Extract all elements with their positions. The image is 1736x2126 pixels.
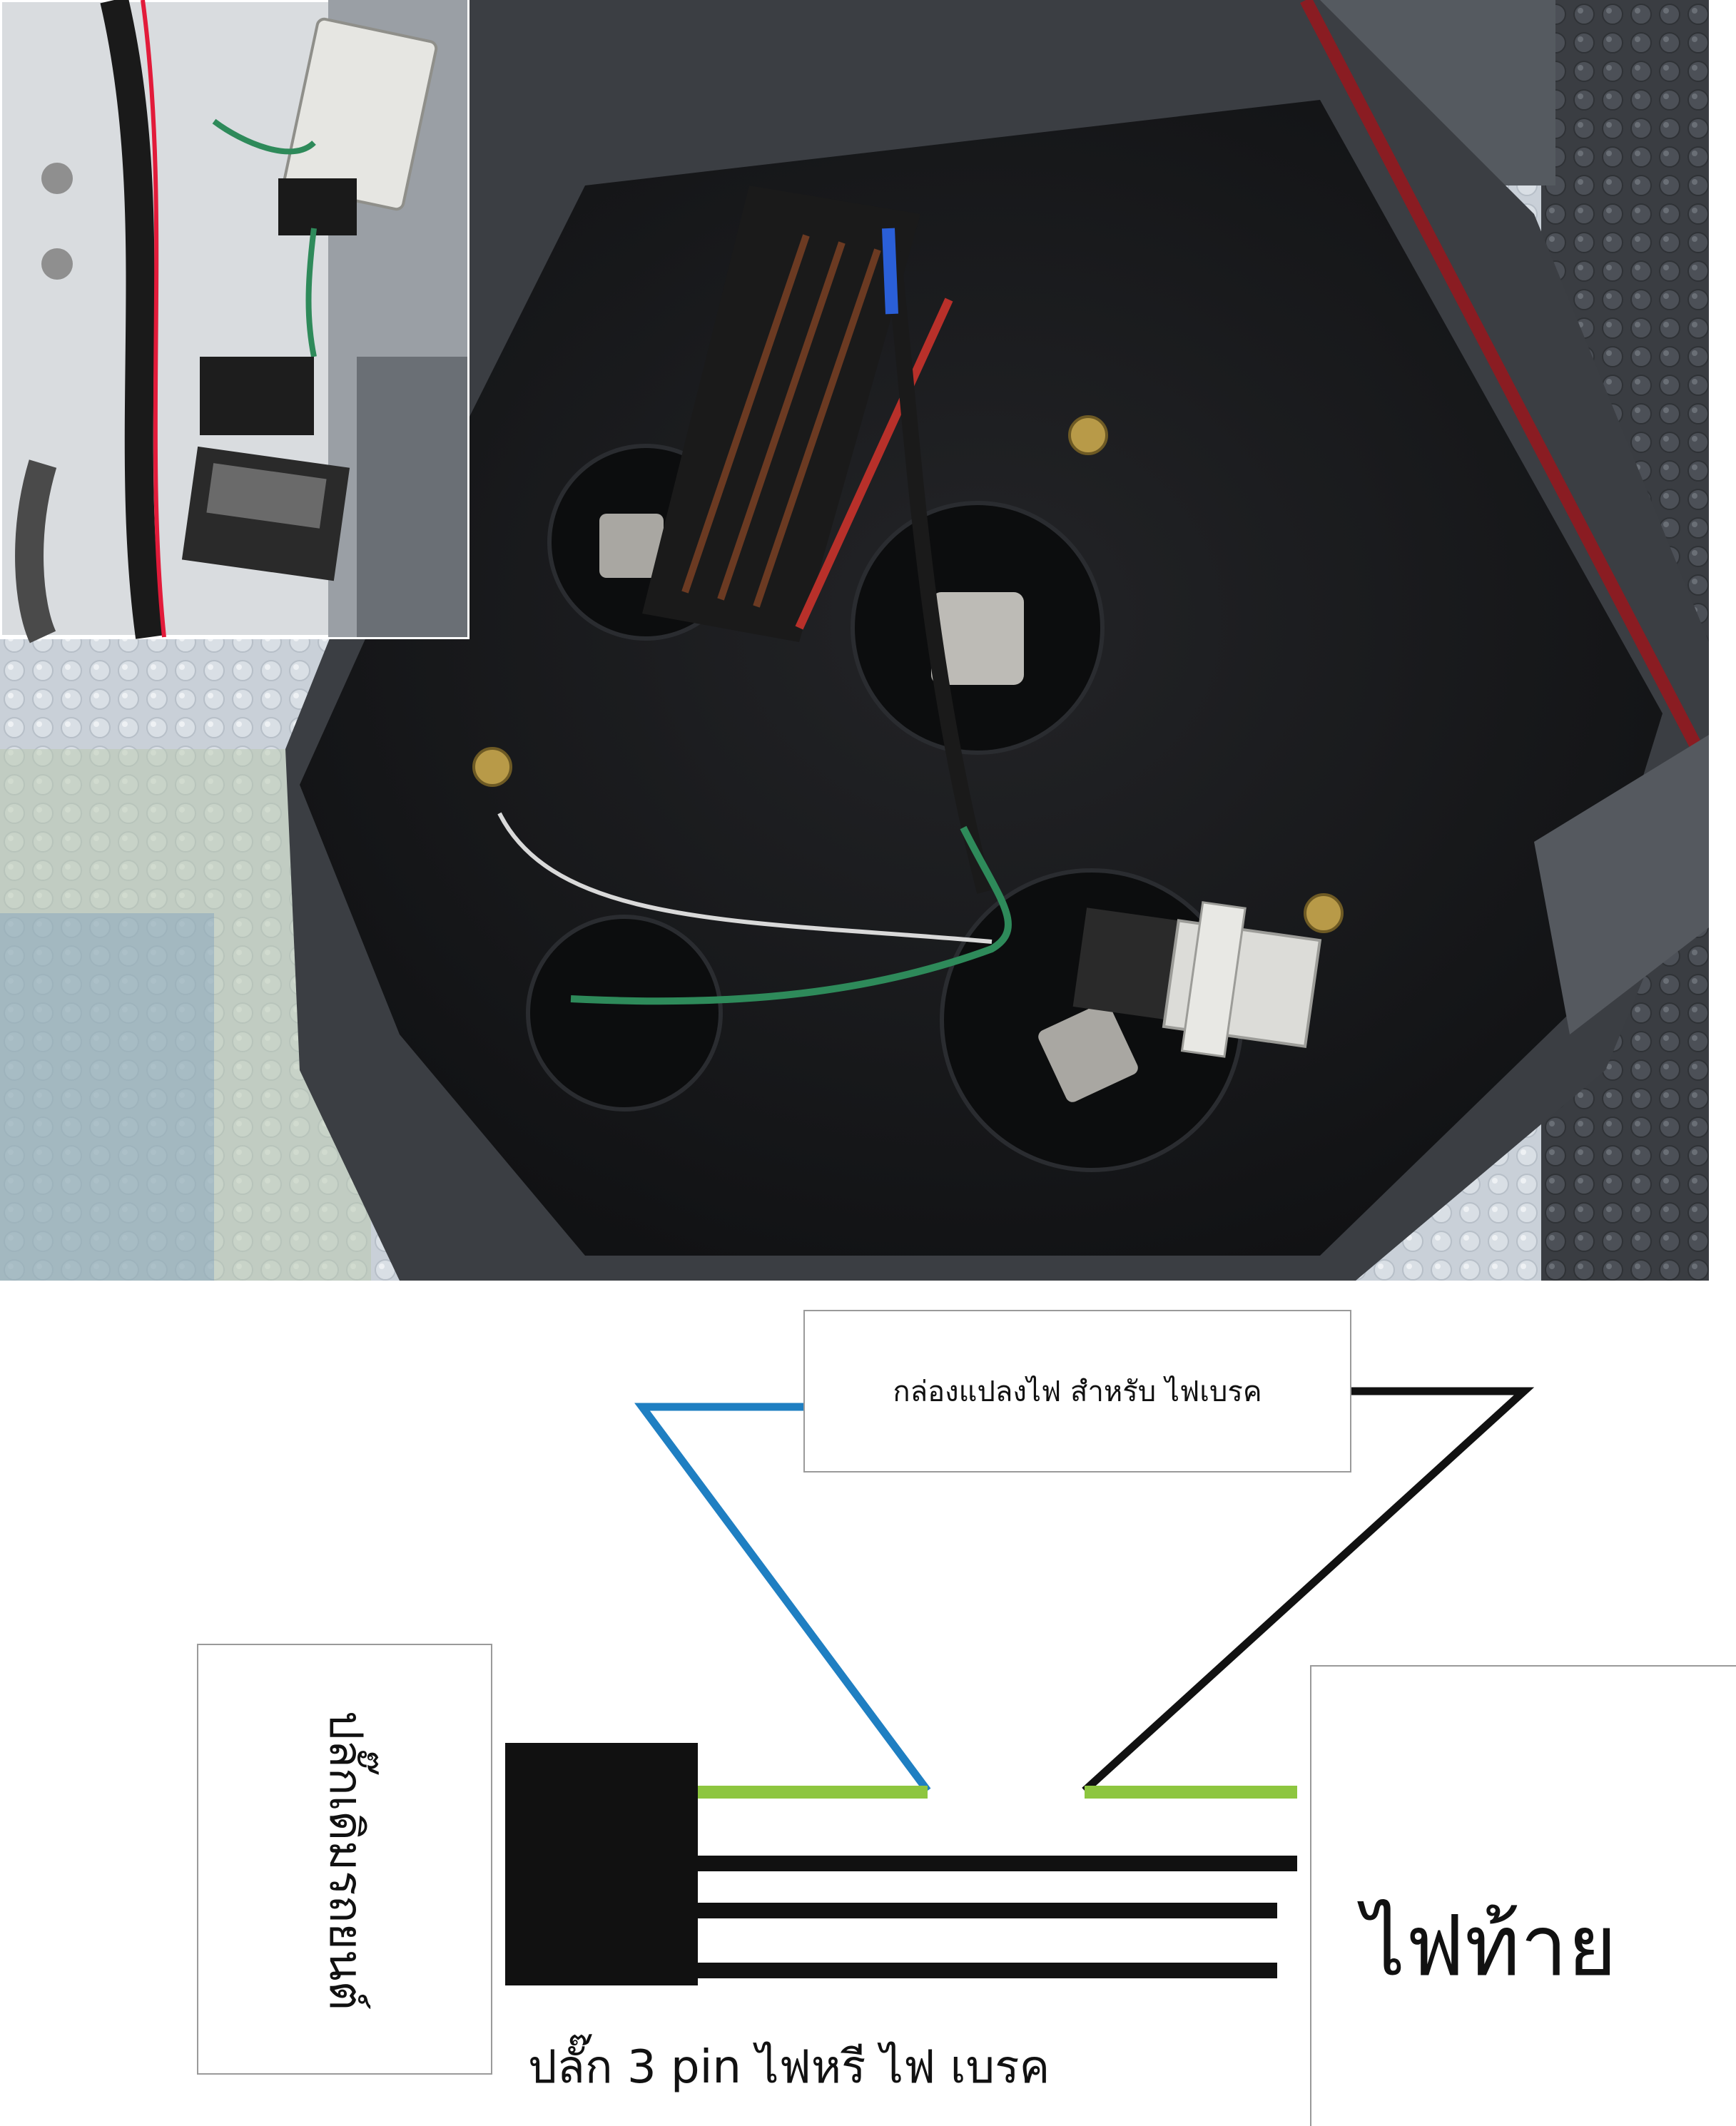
tail-light-label: ไฟท้าย bbox=[1362, 1896, 1618, 1995]
plug-caption: ปลั๊ก 3 pin ไฟหรี ไฟ เบรค bbox=[528, 2041, 1050, 2094]
black-wire-to-tail bbox=[1082, 1387, 1535, 1794]
blue-wire bbox=[634, 1403, 931, 1794]
car-plug-label: ปลั๊กเดิมรถยนต์ bbox=[319, 1710, 372, 2011]
converter-box: กล่องแปลงไฟ สำหรับ ไฟเบรค bbox=[803, 1310, 1351, 1473]
tail-light-box: ไฟท้าย bbox=[1310, 1665, 1736, 2126]
three-pin-plug bbox=[505, 1743, 698, 1985]
car-plug-box: ปลั๊กเดิมรถยนต์ bbox=[197, 1644, 492, 2075]
tail-light-photo bbox=[0, 0, 1709, 1281]
converter-box-label: กล่องแปลงไฟ สำหรับ ไฟเบรค bbox=[893, 1375, 1262, 1408]
